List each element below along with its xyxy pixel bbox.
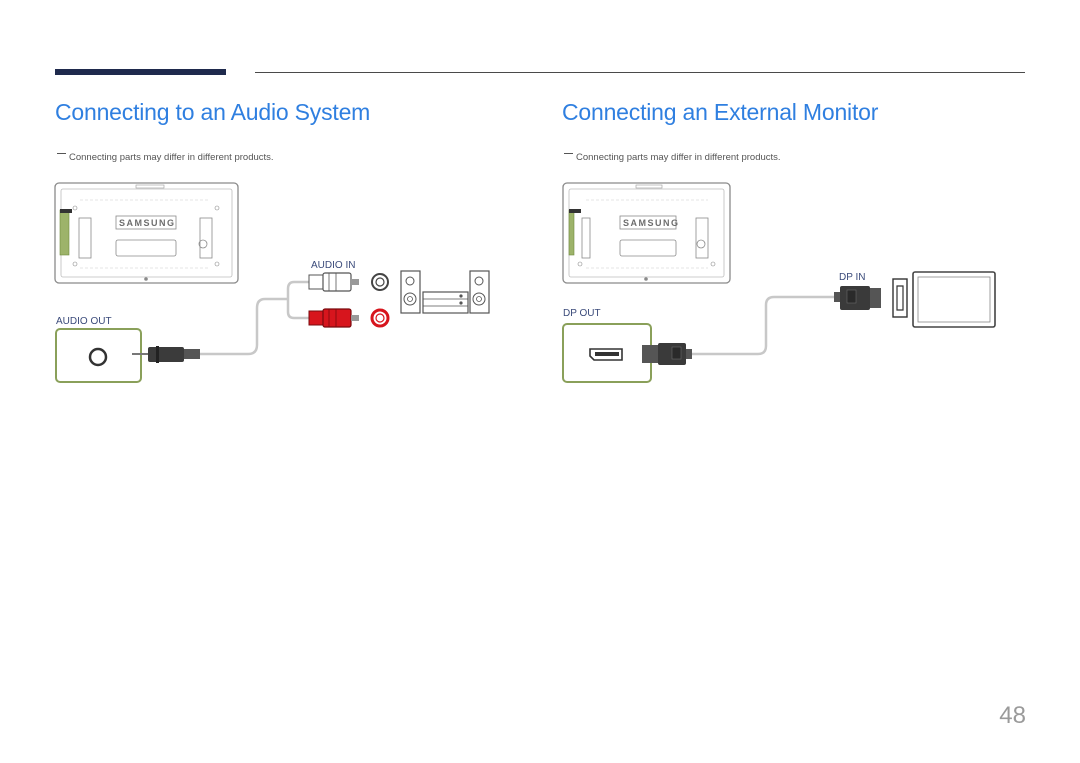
header-accent-bar xyxy=(55,69,226,75)
audio-cable-red-branch xyxy=(286,299,309,320)
audio-connection-diagram: SAMSUNG AUDIO OUT AUDIO IN xyxy=(54,182,490,383)
stereo-system-icon xyxy=(400,270,490,314)
monitor-section-note: Connecting parts may differ in different… xyxy=(564,152,781,163)
samsung-logo-text: SAMSUNG xyxy=(119,218,176,228)
audio-section-title: Connecting to an Audio System xyxy=(55,99,371,125)
audio-section-note: Connecting parts may differ in different… xyxy=(57,152,274,163)
displayport-cable-icon xyxy=(642,343,692,365)
header-rule xyxy=(255,72,1025,73)
page-number: 48 xyxy=(999,702,1026,729)
dp-out-label: DP OUT xyxy=(563,308,601,319)
audio-jack-icon xyxy=(132,346,200,363)
audio-in-label: AUDIO IN xyxy=(311,260,355,271)
rca-cable-icon xyxy=(308,272,359,328)
displayport-cable-icon xyxy=(834,286,881,310)
note-dash-icon xyxy=(57,153,66,154)
audio-out-label: AUDIO OUT xyxy=(56,316,112,327)
audio-out-port-icon xyxy=(55,328,142,383)
audio-cable-white-branch xyxy=(286,280,309,299)
monitor-icon xyxy=(912,271,996,328)
note-dash-icon xyxy=(564,153,573,154)
display-back-icon: SAMSUNG xyxy=(54,182,239,284)
samsung-logo-text: SAMSUNG xyxy=(623,218,680,228)
dp-in-label: DP IN xyxy=(839,272,866,283)
monitor-connection-diagram: SAMSUNG DP OUT DP IN xyxy=(562,182,996,383)
audio-cable xyxy=(200,297,288,356)
dp-cable xyxy=(692,295,834,356)
dp-in-port-icon xyxy=(892,278,908,318)
dp-out-port-icon xyxy=(562,323,652,383)
display-back-icon: SAMSUNG xyxy=(562,182,731,284)
monitor-section-title: Connecting an External Monitor xyxy=(562,99,879,125)
